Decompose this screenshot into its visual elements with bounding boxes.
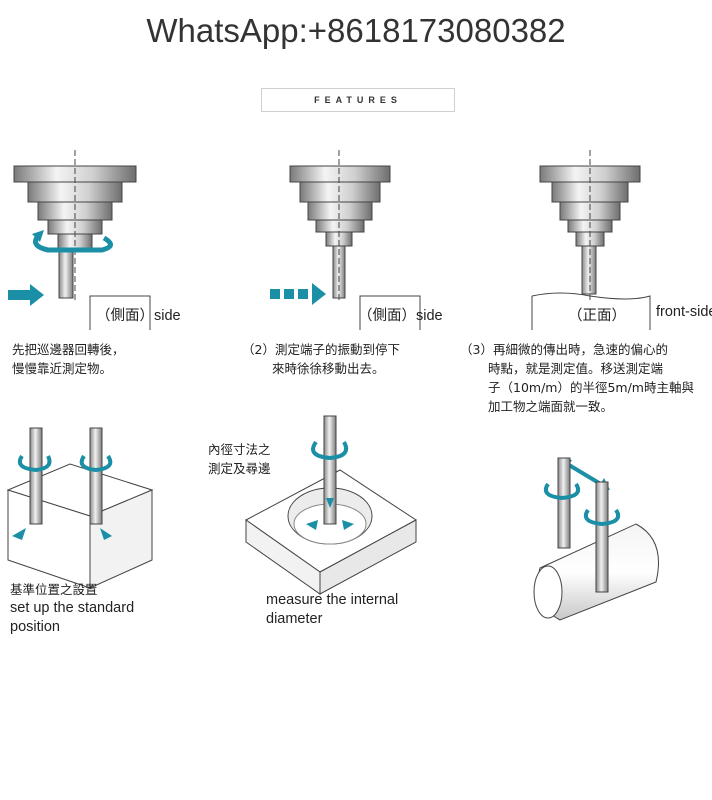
- cylinder-illustration: [533, 457, 659, 621]
- panel1-workpiece: [89, 295, 151, 330]
- panel1-push-arrow: [8, 284, 44, 306]
- panel2-spindle: [289, 150, 391, 300]
- panel3-front-label-cn: （正面）: [568, 308, 626, 324]
- panel3-front-label-en: front-side: [656, 304, 712, 320]
- panel1-caption: 先把巡邊器回轉後， 慢慢靠近測定物。: [12, 342, 125, 376]
- internal-diameter-label-cn: 內徑寸法之 測定及尋邊: [208, 442, 271, 476]
- panel3-spindle: [539, 150, 641, 300]
- standard-position-caption-en: set up the standard position: [10, 600, 135, 635]
- features-title: FEATURES: [261, 88, 455, 112]
- panel1-side-label: （側面）side: [96, 308, 181, 324]
- panel1-spindle: [13, 150, 137, 300]
- panel3-caption: （3）再細微的傳出時，急速的偏心的 時點，就是測定值。移送測定端 子（10m/m…: [460, 342, 694, 414]
- block-probes-illustration: [6, 427, 154, 589]
- panel3-workpiece: [531, 292, 651, 330]
- panel2-caption: （2）測定端子的振動到停下 來時徐徐移動出去。: [242, 342, 400, 376]
- standard-position-caption-cn: 基準位置之設置: [10, 582, 98, 597]
- internal-diameter-illustration: [245, 415, 417, 595]
- internal-diameter-caption-en: measure the internal diameter: [266, 592, 399, 627]
- panel2-step-arrow: [270, 283, 326, 305]
- whatsapp-contact: WhatsApp:+8618173080382: [146, 12, 566, 49]
- panel2-side-label: （側面）side: [358, 308, 443, 324]
- panel2-workpiece: [359, 295, 421, 330]
